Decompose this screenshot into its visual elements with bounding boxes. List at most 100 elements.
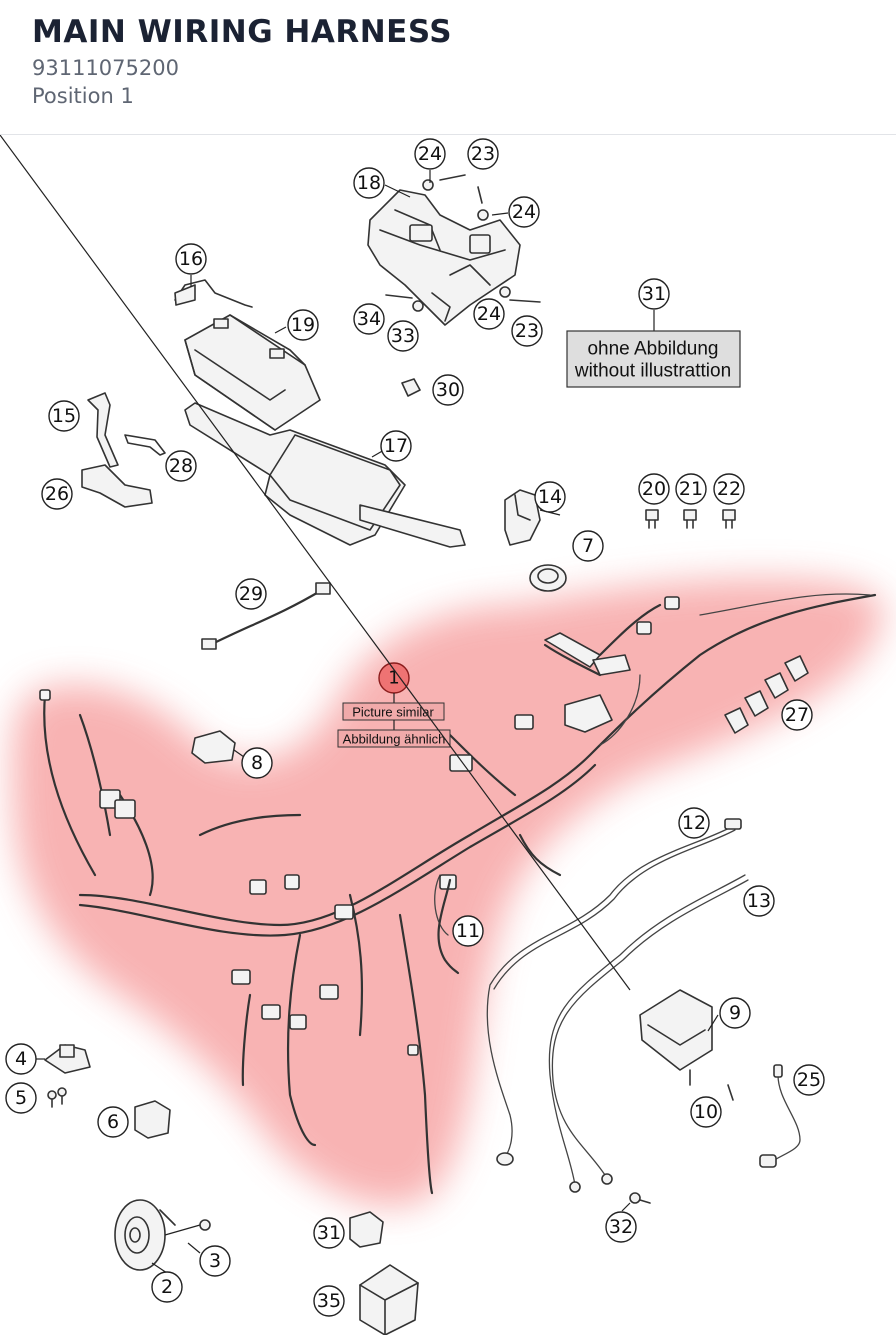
svg-text:23: 23 (515, 320, 539, 342)
svg-text:18: 18 (357, 172, 381, 194)
callout-14[interactable]: 14 (534, 481, 566, 513)
callout-6[interactable]: 6 (97, 1106, 129, 1138)
callout-26[interactable]: 26 (41, 478, 73, 510)
callout-22[interactable]: 22 (713, 473, 745, 505)
fuses (645, 509, 736, 529)
svg-text:23: 23 (471, 143, 495, 165)
callout-31-note[interactable]: 31 (638, 278, 670, 310)
callout-27[interactable]: 27 (781, 699, 813, 731)
relay-35 (359, 1264, 419, 1335)
svg-text:31: 31 (642, 283, 666, 305)
callout-8[interactable]: 8 (241, 747, 273, 779)
callout-18[interactable]: 18 (353, 167, 385, 199)
callout-35[interactable]: 35 (313, 1285, 345, 1317)
svg-text:14: 14 (538, 486, 562, 508)
svg-text:32: 32 (609, 1216, 633, 1238)
svg-text:7: 7 (582, 535, 594, 557)
relay-35-face (359, 1282, 419, 1335)
svg-text:24: 24 (477, 303, 501, 325)
battery (184, 314, 321, 431)
svg-text:6: 6 (107, 1111, 119, 1133)
svg-text:4: 4 (15, 1048, 27, 1070)
bolt-32 (629, 1192, 651, 1204)
bracket-15 (87, 392, 119, 468)
battery-tray (184, 402, 466, 548)
callout-24-bottom[interactable]: 24 (473, 298, 505, 330)
battery-strap-clip (174, 284, 196, 306)
callout-3[interactable]: 3 (199, 1245, 231, 1277)
svg-text:16: 16 (179, 248, 203, 270)
relay-30 (401, 378, 421, 397)
exploded-parts-diagram: ohne Abbildung without illustrattion 1 P… (0, 135, 884, 1335)
voltage-regulator (639, 989, 734, 1101)
svg-text:28: 28 (169, 455, 193, 477)
svg-text:3: 3 (209, 1250, 221, 1272)
callout-9[interactable]: 9 (719, 997, 751, 1029)
harness-highlight-callout[interactable]: 1 Picture similar Abbildung ähnlich (337, 662, 451, 748)
main-harness (39, 593, 877, 1195)
svg-text:20: 20 (642, 478, 666, 500)
adapter-cable (201, 582, 331, 650)
callout-24-right[interactable]: 24 (508, 196, 540, 228)
svg-text:26: 26 (45, 483, 69, 505)
svg-text:17: 17 (384, 435, 408, 457)
battery-strap (174, 279, 253, 308)
callout-13[interactable]: 13 (743, 885, 775, 917)
svg-text:15: 15 (52, 405, 76, 427)
callout-20[interactable]: 20 (638, 473, 670, 505)
callout-30[interactable]: 30 (432, 374, 464, 406)
callout-31-relay[interactable]: 31 (313, 1217, 345, 1249)
svg-text:33: 33 (391, 325, 415, 347)
callout-28[interactable]: 28 (165, 450, 197, 482)
svg-text:19: 19 (291, 314, 315, 336)
bracket-26 (81, 464, 153, 508)
cable-11 (437, 878, 460, 975)
callout-5[interactable]: 5 (5, 1082, 37, 1114)
callout-33[interactable]: 33 (387, 320, 419, 352)
callout-29[interactable]: 29 (235, 578, 267, 610)
picture-similar-label: Picture similar (352, 705, 434, 720)
callout-4[interactable]: 4 (5, 1043, 37, 1075)
callout-17[interactable]: 17 (380, 430, 412, 462)
abbildung-aehnlich-label: Abbildung ähnlich (343, 732, 446, 747)
callout-24-top[interactable]: 24 (414, 138, 446, 170)
note-line-en: without illustrattion (574, 361, 731, 382)
callout-11[interactable]: 11 (452, 915, 484, 947)
cable-12 (486, 818, 742, 1166)
position-label: Position 1 (32, 84, 134, 108)
cable-25 (759, 1064, 801, 1168)
screws-5 (47, 1087, 67, 1108)
svg-text:24: 24 (512, 201, 536, 223)
svg-text:25: 25 (797, 1069, 821, 1091)
svg-text:11: 11 (456, 920, 480, 942)
callout-15[interactable]: 15 (48, 400, 80, 432)
bracket-28 (124, 434, 166, 456)
callout-21[interactable]: 21 (675, 473, 707, 505)
callout-23-top[interactable]: 23 (467, 138, 499, 170)
svg-text:34: 34 (357, 308, 381, 330)
callout-19[interactable]: 19 (287, 309, 319, 341)
part-number: 93111075200 (32, 56, 179, 80)
callout-16[interactable]: 16 (175, 243, 207, 275)
note-line-de: ohne Abbildung (587, 339, 718, 360)
svg-text:22: 22 (717, 478, 741, 500)
svg-text:8: 8 (251, 752, 263, 774)
page-title: MAIN WIRING HARNESS (32, 14, 453, 50)
callout-7[interactable]: 7 (572, 530, 604, 562)
callout-34[interactable]: 34 (353, 303, 385, 335)
callout-25[interactable]: 25 (793, 1064, 825, 1096)
callout-10[interactable]: 10 (690, 1096, 722, 1128)
callout-23-bottom[interactable]: 23 (511, 315, 543, 347)
svg-text:5: 5 (15, 1087, 27, 1109)
callout-2[interactable]: 2 (151, 1271, 183, 1303)
svg-text:24: 24 (418, 143, 442, 165)
relay-6 (134, 1100, 171, 1139)
svg-text:9: 9 (729, 1002, 741, 1024)
ignition-lock (504, 489, 567, 592)
svg-text:12: 12 (682, 812, 706, 834)
callout-12[interactable]: 12 (678, 807, 710, 839)
svg-text:29: 29 (239, 583, 263, 605)
no-illustration-note: ohne Abbildung without illustrattion (566, 310, 741, 388)
callout-32[interactable]: 32 (605, 1211, 637, 1243)
horn (114, 1199, 211, 1271)
